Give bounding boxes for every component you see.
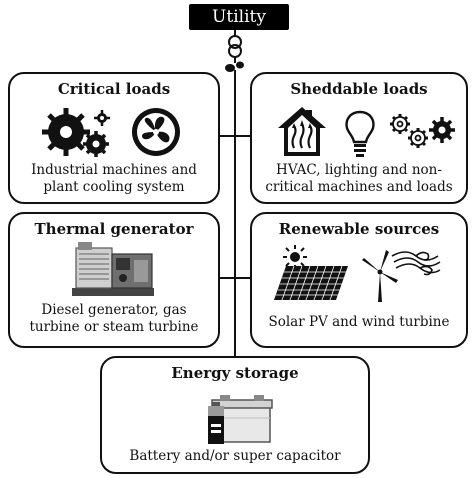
- diesel-generator-icon: [72, 242, 154, 296]
- energy-storage-card: Energy storage Battery and/or super capa…: [100, 356, 370, 474]
- sheddable-loads-card: Sheddable loads: [250, 72, 468, 204]
- wind-turbine-icon: [362, 250, 441, 302]
- sheddable-loads-description: HVAC, lighting and non- critical machine…: [265, 162, 453, 195]
- utility-title: Utility: [189, 4, 289, 30]
- critical-loads-description: Industrial machines and plant cooling sy…: [31, 162, 197, 195]
- critical-loads-card: Critical loads: [8, 72, 220, 204]
- solar-panel-icon: [274, 265, 348, 301]
- sheddable-loads-title: Sheddable loads: [290, 80, 428, 98]
- thermal-generator-card: Thermal generator Diesel generator, gas …: [8, 212, 220, 348]
- sun-icon: [283, 245, 307, 269]
- light-bulb-icon: [345, 110, 375, 157]
- transformer-icon: [225, 28, 244, 72]
- gears-outline-icon: [390, 114, 455, 148]
- fan-icon: [132, 108, 180, 156]
- battery-icon: [208, 402, 224, 444]
- critical-loads-title: Critical loads: [57, 80, 171, 98]
- gears-icon: [42, 108, 110, 157]
- energy-storage-description: Battery and/or super capacitor: [129, 448, 341, 464]
- renewable-sources-title: Renewable sources: [278, 220, 440, 238]
- renewable-sources-card: Renewable sources: [250, 212, 468, 348]
- renewable-sources-description: Solar PV and wind turbine: [268, 314, 450, 330]
- house-hvac-icon: [278, 107, 326, 156]
- thermal-generator-title: Thermal generator: [34, 220, 194, 238]
- thermal-generator-description: Diesel generator, gas turbine or steam t…: [29, 302, 199, 335]
- energy-storage-title: Energy storage: [171, 364, 299, 382]
